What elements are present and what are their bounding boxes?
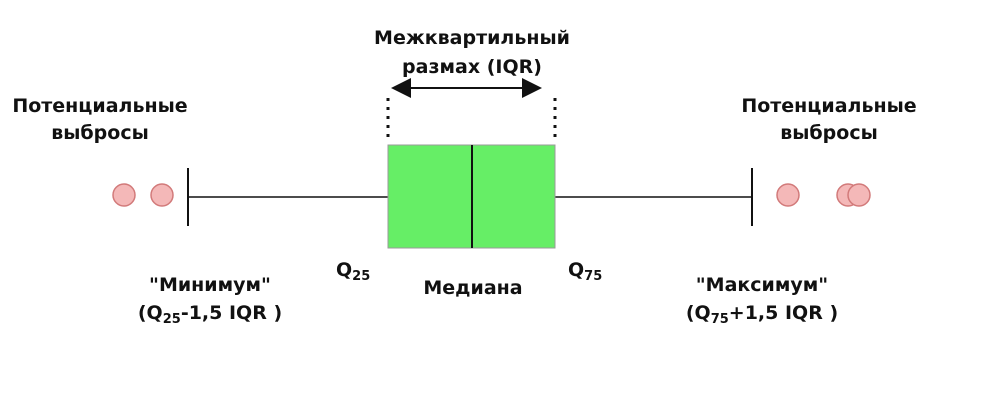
outliers-right-line1: Потенциальные (741, 95, 917, 117)
minimum-title: "Минимум" (149, 274, 271, 296)
outliers-right-label: Потенциальные выбросы (731, 93, 927, 147)
minimum-formula-open: (Q (137, 302, 163, 324)
outlier-point (112, 183, 136, 207)
outlier-point (150, 183, 174, 207)
q75-label: Q75 (568, 258, 602, 289)
maximum-title: "Максимум" (695, 274, 829, 296)
outliers-left-label: Потенциальные выбросы (2, 93, 198, 147)
minimum-formula: (Q25-1,5 IQR ) (110, 299, 310, 334)
minimum-label: "Минимум" (Q25-1,5 IQR ) (110, 271, 310, 334)
maximum-formula-subscript: 75 (710, 312, 729, 327)
maximum-label: "Максимум" (Q75+1,5 IQR ) (662, 271, 862, 334)
maximum-formula: (Q75+1,5 IQR ) (662, 299, 862, 334)
q75-subscript: 75 (584, 269, 603, 284)
outliers-right-line2: выбросы (780, 122, 878, 144)
outliers-left-line1: Потенциальные (12, 95, 188, 117)
iqr-label-line2: размах (IQR) (402, 56, 542, 78)
minimum-formula-subscript: 25 (162, 312, 181, 327)
median-label: Медиана (423, 277, 523, 299)
q25-subscript: 25 (352, 269, 371, 284)
outliers-left-line2: выбросы (51, 122, 149, 144)
minimum-formula-rest: -1,5 IQR ) (180, 302, 283, 324)
iqr-label: Межквартильный размах (IQR) (372, 24, 572, 82)
outlier-point (776, 183, 800, 207)
iqr-label-line1: Межквартильный (374, 27, 570, 49)
q25-label: Q25 (336, 258, 370, 289)
maximum-formula-open: (Q (685, 302, 711, 324)
outlier-point (847, 183, 871, 207)
q25-letter: Q (336, 259, 353, 281)
q75-letter: Q (568, 259, 585, 281)
maximum-formula-rest: +1,5 IQR ) (728, 302, 839, 324)
